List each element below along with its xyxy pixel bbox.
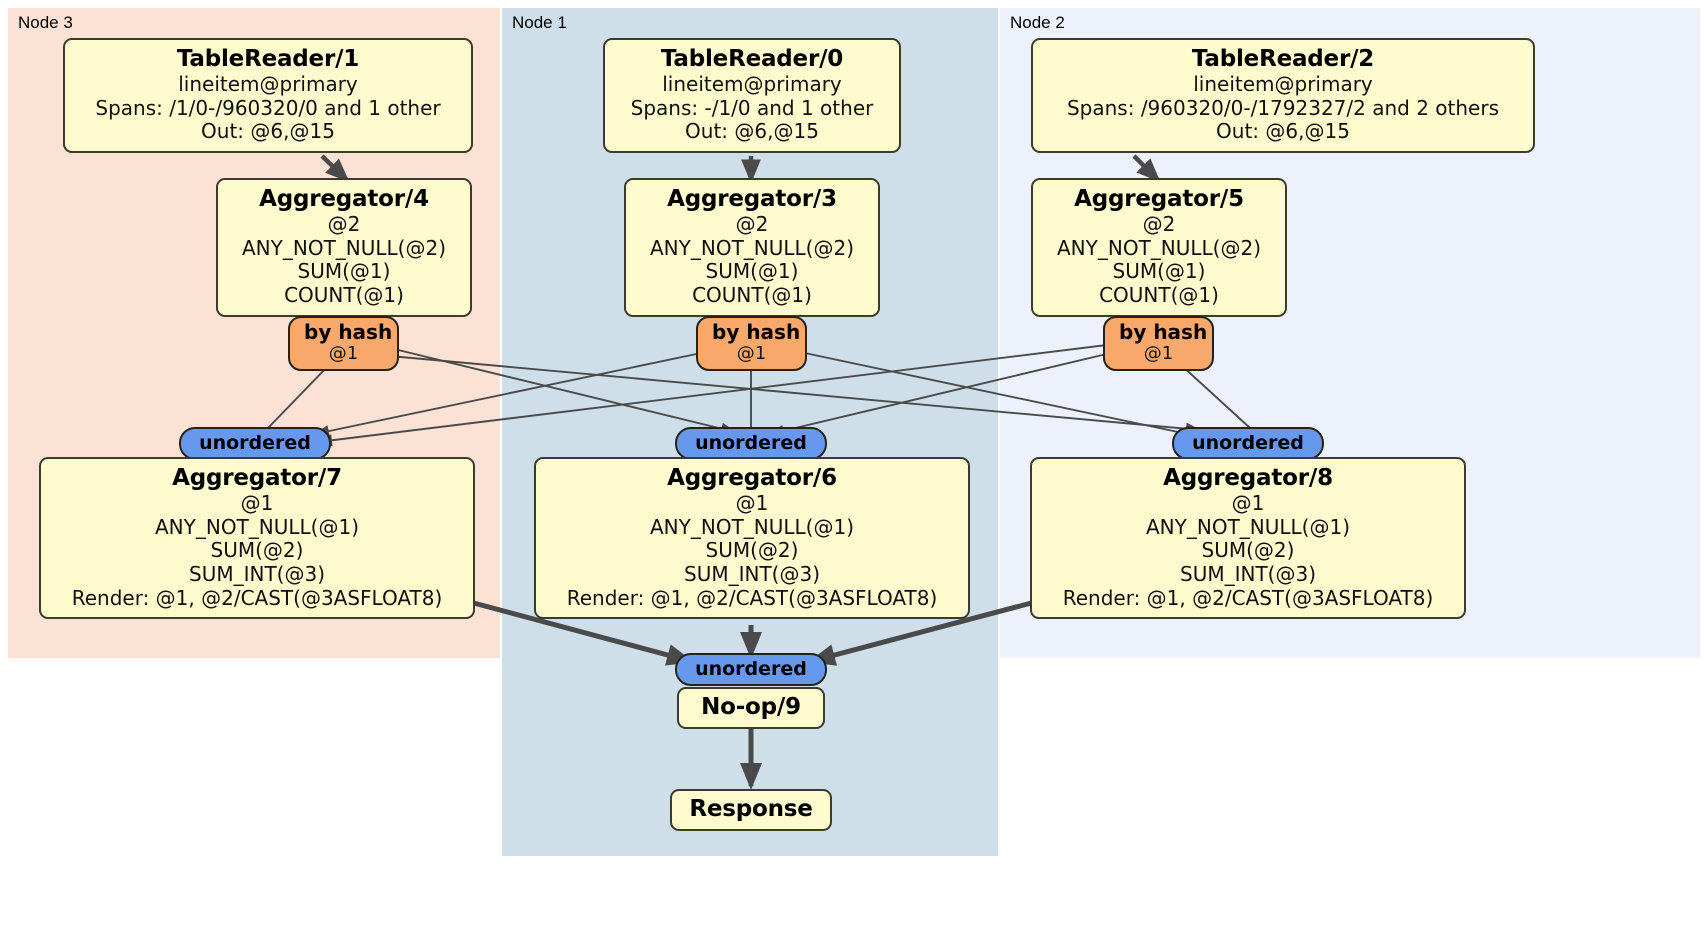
processor-detail-out: Out: @6,@15 <box>1216 119 1350 144</box>
processor-table-reader-2[interactable]: TableReader/2 lineitem@primary Spans: /9… <box>1031 38 1535 153</box>
processor-title: TableReader/1 <box>176 46 360 72</box>
processor-detail-agg-2: SUM(@2) <box>705 538 799 563</box>
processor-detail-agg-2: SUM(@2) <box>1201 538 1295 563</box>
router-unordered-mid[interactable]: unordered <box>675 427 827 460</box>
edge-tr1-agg4 <box>320 154 350 183</box>
processor-detail-table: lineitem@primary <box>662 72 842 97</box>
processor-response[interactable]: Response <box>670 789 832 832</box>
processor-detail-agg-1: ANY_NOT_NULL(@1) <box>1146 514 1350 539</box>
processor-detail-render: Render: @1, @2/CAST(@3ASFLOAT8) <box>71 585 443 610</box>
processor-title: Aggregator/7 <box>172 465 342 491</box>
processor-detail-agg-3: COUNT(@1) <box>692 282 812 307</box>
processor-detail-agg-3: COUNT(@1) <box>284 282 404 307</box>
processor-detail-agg-3: SUM_INT(@3) <box>1180 561 1316 586</box>
router-by-hash-aggregator-5[interactable]: by hash @1 <box>1103 316 1214 371</box>
processor-detail-spans: Spans: /960320/0-/1792327/2 and 2 others <box>1066 95 1499 120</box>
processor-detail-agg-1: ANY_NOT_NULL(@1) <box>650 514 854 539</box>
router-title: by hash <box>304 320 393 344</box>
edge-hash3-unordered-left <box>313 351 707 438</box>
processor-aggregator-8[interactable]: Aggregator/8 @1 ANY_NOT_NULL(@1) SUM(@2)… <box>1030 457 1466 620</box>
processor-detail-groupby: @1 <box>240 491 274 516</box>
processor-detail-agg-3: SUM_INT(@3) <box>684 561 820 586</box>
edge-hash4-unordered-right <box>389 355 1202 435</box>
processor-detail-agg-2: SUM(@2) <box>210 538 304 563</box>
processor-detail-groupby: @1 <box>735 491 769 516</box>
processor-title: Aggregator/6 <box>667 465 837 491</box>
processor-title: Response <box>689 796 813 822</box>
router-subtitle: @1 <box>1143 343 1174 364</box>
processor-detail-groupby: @2 <box>1142 212 1176 237</box>
router-by-hash-aggregator-3[interactable]: by hash @1 <box>696 316 807 371</box>
processor-aggregator-7[interactable]: Aggregator/7 @1 ANY_NOT_NULL(@1) SUM(@2)… <box>39 457 475 620</box>
processor-title: No-op/9 <box>701 694 801 720</box>
processor-detail-agg-3: SUM_INT(@3) <box>189 561 325 586</box>
cluster-node-3-label: Node 3 <box>18 13 73 32</box>
processor-no-op-9[interactable]: No-op/9 <box>677 687 825 730</box>
router-subtitle: @1 <box>328 343 359 364</box>
processor-detail-groupby: @2 <box>327 212 361 237</box>
processor-title: Aggregator/8 <box>1163 465 1333 491</box>
router-title: by hash <box>712 320 801 344</box>
processor-detail-agg-1: ANY_NOT_NULL(@2) <box>650 235 854 260</box>
processor-detail-groupby: @1 <box>1231 491 1265 516</box>
processor-title: Aggregator/5 <box>1074 186 1244 212</box>
processor-detail-table: lineitem@primary <box>178 72 358 97</box>
processor-detail-groupby: @2 <box>735 212 769 237</box>
edge-hash5-unordered-mid <box>768 351 1116 437</box>
processor-detail-out: Out: @6,@15 <box>685 119 819 144</box>
processor-title: TableReader/0 <box>660 46 844 72</box>
processor-detail-spans: Spans: /1/0-/960320/0 and 1 other <box>95 95 441 120</box>
router-title: unordered <box>695 432 807 454</box>
router-unordered-left[interactable]: unordered <box>179 427 331 460</box>
edge-hash3-unordered-right <box>799 351 1199 440</box>
processor-aggregator-4[interactable]: Aggregator/4 @2 ANY_NOT_NULL(@2) SUM(@1)… <box>216 178 472 317</box>
router-title: unordered <box>695 658 807 680</box>
processor-detail-render: Render: @1, @2/CAST(@3ASFLOAT8) <box>566 585 938 610</box>
edge-agg8-unordered-final <box>808 599 1036 666</box>
cluster-node-1-label: Node 1 <box>512 13 567 32</box>
processor-detail-agg-1: ANY_NOT_NULL(@2) <box>242 235 446 260</box>
router-unordered-final[interactable]: unordered <box>675 653 827 686</box>
processor-detail-agg-2: SUM(@1) <box>297 259 391 284</box>
processor-detail-spans: Spans: -/1/0 and 1 other <box>630 95 874 120</box>
processor-detail-agg-2: SUM(@1) <box>1112 259 1206 284</box>
processor-detail-out: Out: @6,@15 <box>201 119 335 144</box>
processor-aggregator-5[interactable]: Aggregator/5 @2 ANY_NOT_NULL(@2) SUM(@1)… <box>1031 178 1287 317</box>
cluster-node-2-label: Node 2 <box>1010 13 1065 32</box>
processor-detail-agg-1: ANY_NOT_NULL(@1) <box>155 514 359 539</box>
processor-table-reader-0[interactable]: TableReader/0 lineitem@primary Spans: -/… <box>603 38 901 153</box>
router-title: by hash <box>1119 320 1208 344</box>
processor-detail-table: lineitem@primary <box>1193 72 1373 97</box>
processor-title: Aggregator/3 <box>667 186 837 212</box>
processor-title: TableReader/2 <box>1191 46 1375 72</box>
router-title: unordered <box>1192 432 1304 454</box>
processor-detail-agg-3: COUNT(@1) <box>1099 282 1219 307</box>
router-by-hash-aggregator-4[interactable]: by hash @1 <box>288 316 399 371</box>
edge-hash4-unordered-left <box>267 363 331 429</box>
edge-hash5-unordered-left <box>316 343 1116 447</box>
processor-aggregator-3[interactable]: Aggregator/3 @2 ANY_NOT_NULL(@2) SUM(@1)… <box>624 178 880 317</box>
edge-hash5-unordered-right <box>1179 363 1251 429</box>
router-subtitle: @1 <box>736 343 767 364</box>
processor-table-reader-1[interactable]: TableReader/1 lineitem@primary Spans: /1… <box>63 38 473 153</box>
processor-detail-agg-2: SUM(@1) <box>705 259 799 284</box>
processor-detail-agg-1: ANY_NOT_NULL(@2) <box>1057 235 1261 260</box>
processor-title: Aggregator/4 <box>259 186 429 212</box>
edge-agg7-unordered-final <box>469 599 694 666</box>
processor-detail-render: Render: @1, @2/CAST(@3ASFLOAT8) <box>1062 585 1434 610</box>
router-title: unordered <box>199 432 311 454</box>
router-unordered-right[interactable]: unordered <box>1172 427 1324 460</box>
edge-tr2-agg5 <box>1132 154 1161 183</box>
processor-aggregator-6[interactable]: Aggregator/6 @1 ANY_NOT_NULL(@1) SUM(@2)… <box>534 457 970 620</box>
